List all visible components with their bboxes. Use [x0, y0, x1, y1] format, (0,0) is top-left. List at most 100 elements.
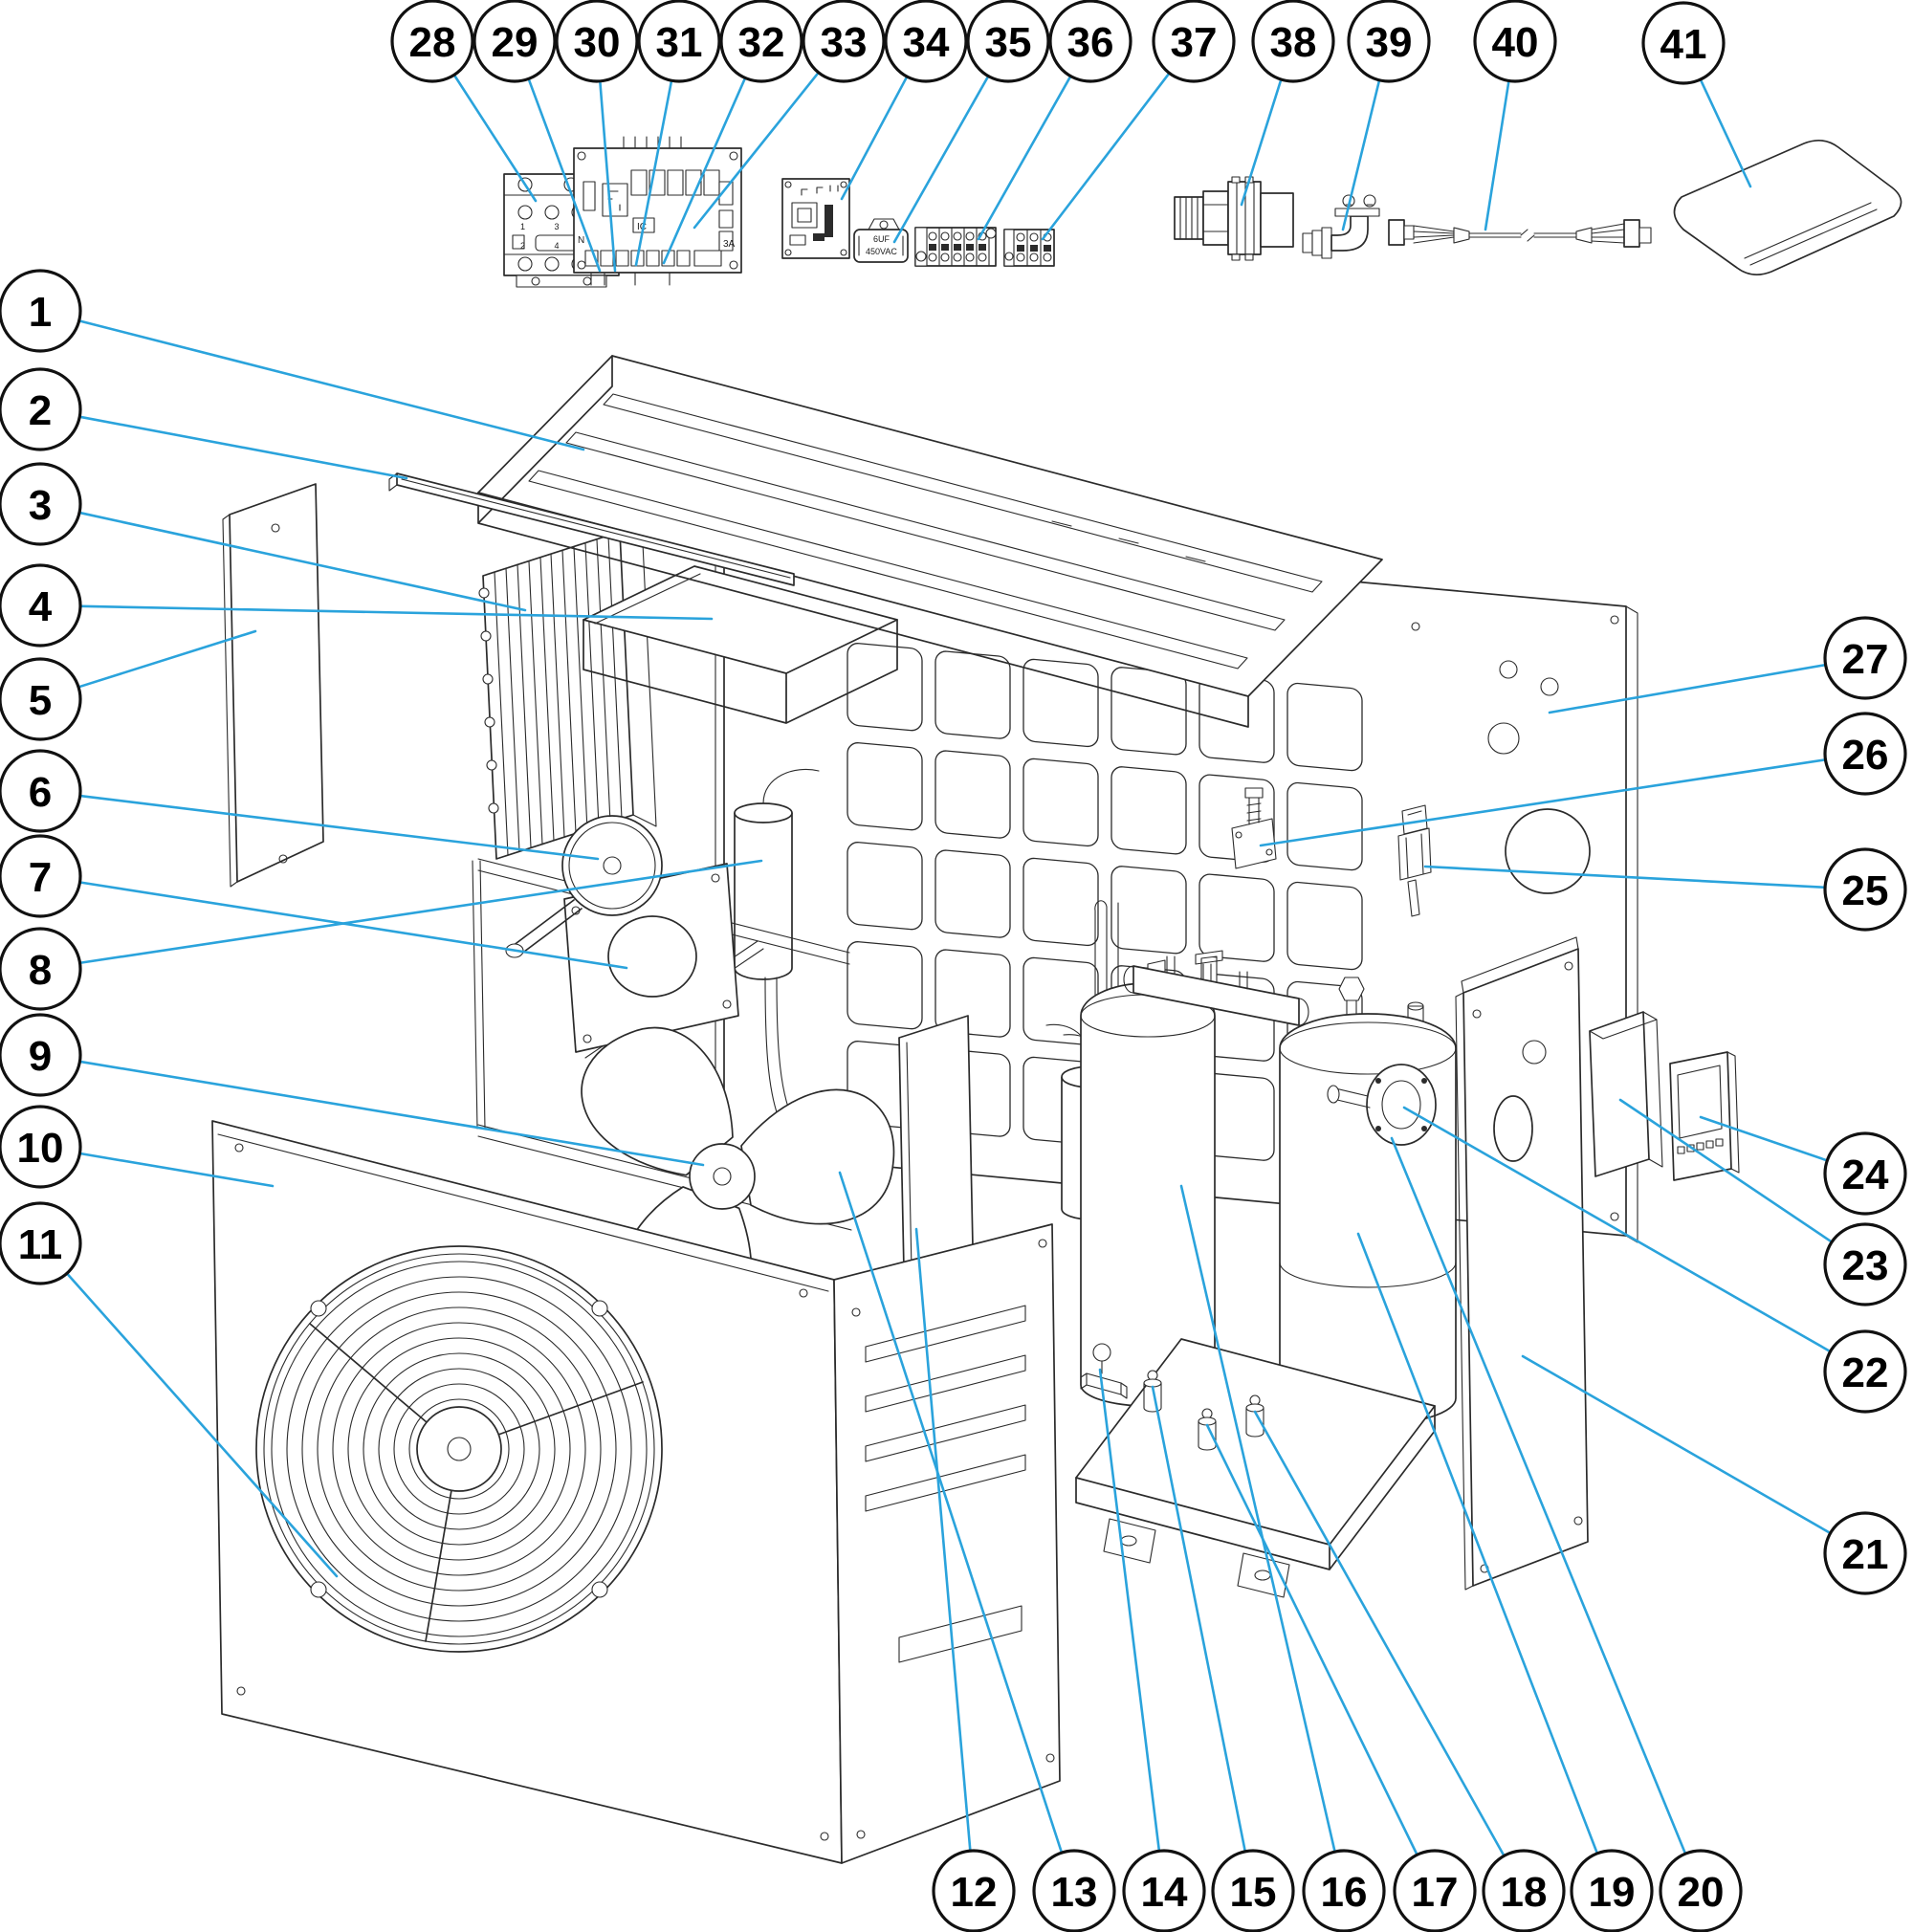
- air-duct-tray-drawing: [583, 565, 898, 724]
- leader-line-20: [1390, 1136, 1686, 1855]
- pipe-union-drawing: [1174, 176, 1294, 261]
- callout-number-8: 8: [29, 947, 52, 994]
- callout-number-32: 32: [738, 19, 785, 66]
- callout-number-18: 18: [1501, 1869, 1548, 1916]
- right-side-panel-drawing: [1455, 936, 1589, 1591]
- front-right-skirt-drawing: [833, 1223, 1061, 1864]
- leader-line-41: [1699, 78, 1752, 188]
- callout-circle-29: [473, 0, 557, 83]
- callout-number-31: 31: [656, 19, 703, 66]
- display-pcb-drawing: [781, 178, 850, 259]
- wire-harness-drawing: [1388, 219, 1652, 248]
- top-cover-drawing: [477, 355, 1383, 728]
- callout-number-25: 25: [1842, 867, 1889, 914]
- callout-number-19: 19: [1589, 1869, 1636, 1916]
- defrost-sensor-bracket-drawing: [1231, 787, 1277, 869]
- callout-circle-7: [0, 834, 82, 918]
- leader-line-32: [662, 77, 746, 265]
- callout-number-9: 9: [29, 1033, 52, 1080]
- callout-circle-40: [1473, 0, 1557, 83]
- callout-number-35: 35: [985, 19, 1032, 66]
- callout-number-24: 24: [1842, 1152, 1889, 1198]
- callout-number-34: 34: [903, 19, 950, 66]
- leader-line-8: [79, 859, 763, 964]
- leader-line-14: [1098, 1368, 1161, 1852]
- callout-number-38: 38: [1270, 19, 1317, 66]
- vent-slats-drawing: [865, 1305, 1026, 1512]
- heat-exchanger-drawing: [1080, 950, 1223, 1407]
- callout-circle-13: [1032, 1849, 1116, 1932]
- callout-circle-24: [1823, 1131, 1907, 1216]
- callout-number-26: 26: [1842, 732, 1889, 779]
- front-panel-drawing: [211, 1120, 843, 1864]
- fan-motor-drawing: [505, 815, 663, 958]
- leader-line-7: [79, 881, 628, 970]
- base-pan-drawing: [1075, 1338, 1436, 1598]
- pcb-fuse-label: 3A: [723, 239, 736, 250]
- leader-line-3: [78, 511, 527, 612]
- schrader-valve-drawing: [1198, 1408, 1217, 1451]
- callout-circle-14: [1122, 1849, 1206, 1932]
- callout-circle-18: [1482, 1849, 1566, 1932]
- pcb-ic-label: IC: [637, 222, 647, 232]
- callout-number-15: 15: [1230, 1869, 1277, 1916]
- callout-circle-37: [1152, 0, 1236, 83]
- callout-number-21: 21: [1842, 1531, 1889, 1578]
- callout-number-4: 4: [29, 583, 53, 630]
- leader-line-21: [1521, 1354, 1832, 1534]
- water-union-drawing: [1327, 1064, 1437, 1146]
- callout-number-5: 5: [29, 677, 52, 724]
- drain-elbow-drawing: [1302, 194, 1380, 259]
- leader-line-19: [1356, 1232, 1598, 1855]
- leader-line-12: [914, 1227, 972, 1852]
- leader-line-13: [838, 1171, 1063, 1854]
- callout-circle-1: [0, 269, 82, 353]
- leader-lines: [66, 72, 1833, 1856]
- callout-circle-25: [1823, 847, 1907, 932]
- callout-circle-6: [0, 749, 82, 833]
- leader-line-1: [78, 319, 585, 451]
- callout-number-27: 27: [1842, 636, 1889, 683]
- callout-circle-38: [1251, 0, 1335, 83]
- leader-line-15: [1151, 1385, 1246, 1853]
- callout-circle-11: [0, 1201, 82, 1285]
- capacitor-label-2: 450VAC: [866, 247, 897, 256]
- leader-line-4: [79, 604, 714, 621]
- leader-line-26: [1259, 758, 1826, 847]
- leader-line-39: [1341, 79, 1381, 231]
- callout-circle-30: [555, 0, 639, 83]
- callout-number-17: 17: [1412, 1869, 1459, 1916]
- callout-circle-17: [1393, 1849, 1477, 1932]
- leader-line-36: [977, 76, 1072, 241]
- leader-line-23: [1618, 1098, 1833, 1243]
- leader-line-30: [599, 80, 617, 273]
- callout-circle-10: [0, 1105, 82, 1189]
- callout-circle-3: [0, 462, 82, 546]
- callout-circle-27: [1823, 616, 1907, 700]
- capacitor-drawing: 6UF 450VAC: [853, 218, 909, 263]
- callout-number-14: 14: [1141, 1869, 1188, 1916]
- callout-circle-26: [1823, 712, 1907, 796]
- leader-line-9: [79, 1060, 705, 1167]
- callout-circle-20: [1659, 1849, 1743, 1932]
- callout-circle-4: [0, 563, 82, 648]
- callout-number-20: 20: [1678, 1869, 1725, 1916]
- leader-line-10: [79, 1152, 275, 1188]
- callout-number-39: 39: [1366, 19, 1413, 66]
- leader-line-5: [77, 629, 257, 689]
- callout-circle-33: [802, 0, 886, 83]
- callout-number-40: 40: [1492, 19, 1539, 66]
- leader-line-25: [1423, 865, 1826, 889]
- callout-number-13: 13: [1051, 1869, 1098, 1916]
- leader-line-24: [1699, 1115, 1828, 1162]
- callout-circle-19: [1570, 1849, 1654, 1932]
- leader-line-22: [1402, 1106, 1831, 1352]
- callout-circle-31: [637, 0, 721, 83]
- handle-cutout-drawing: [898, 1605, 1022, 1663]
- leader-line-6: [79, 794, 600, 861]
- callout-number-16: 16: [1321, 1869, 1368, 1916]
- leader-line-27: [1548, 664, 1826, 714]
- display-controller-drawing: [1669, 1051, 1740, 1181]
